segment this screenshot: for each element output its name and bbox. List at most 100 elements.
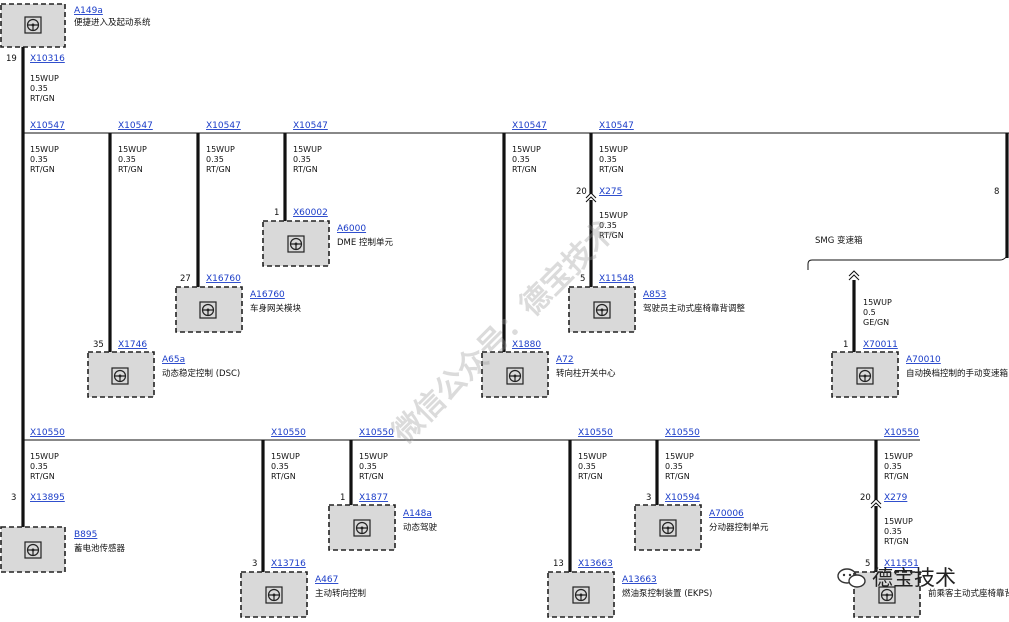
- wire-spec: RT/GN: [599, 231, 624, 240]
- smg-gearbox-label: SMG 变速箱: [815, 235, 863, 246]
- wire-spec: RT/GN: [271, 472, 296, 481]
- connector-x10550[interactable]: X10550: [884, 428, 919, 438]
- module-id-a72[interactable]: A72: [556, 355, 574, 365]
- wire-spec: 0.35: [359, 462, 377, 471]
- bus2-node: X10550 15WUP 0.35 RT/GN: [271, 428, 306, 481]
- module-box-a6000[interactable]: [262, 220, 330, 267]
- wire-spec: 15WUP: [599, 211, 628, 220]
- wire-spec: 0.35: [599, 155, 617, 164]
- wire-spec: 15WUP: [118, 145, 147, 154]
- wire-spec: 15WUP: [884, 517, 913, 526]
- pin-number: 19: [6, 54, 17, 64]
- connector-x13716[interactable]: X13716: [271, 559, 306, 569]
- pin-number: 3: [252, 559, 257, 569]
- connector-x1746[interactable]: X1746: [118, 340, 147, 350]
- connector-x11551[interactable]: X11551: [884, 559, 919, 569]
- module-name-a13663: 燃油泵控制装置 (EKPS): [622, 588, 712, 599]
- wire-spec: 0.35: [30, 462, 48, 471]
- connector-x10550[interactable]: X10550: [359, 428, 394, 438]
- bus1-node: X10547 15WUP 0.35 RT/GN: [599, 121, 634, 174]
- module-box-a853[interactable]: [568, 286, 636, 333]
- pin-number: 3: [11, 493, 16, 503]
- pin-number: 20: [576, 187, 587, 197]
- wire-spec: RT/GN: [293, 165, 318, 174]
- connector-x60002[interactable]: X60002: [293, 208, 328, 218]
- pin-number: 1: [340, 493, 345, 503]
- wire-spec: 15WUP: [30, 74, 59, 83]
- wire-spec: 0.35: [206, 155, 224, 164]
- steering-wheel-icon: [659, 519, 677, 537]
- connector-x11548[interactable]: X11548: [599, 274, 634, 284]
- module-id-a149a[interactable]: A149a: [74, 6, 103, 16]
- bus2-node: X10550 15WUP 0.35 RT/GN: [665, 428, 700, 481]
- wire-spec: RT/GN: [884, 472, 909, 481]
- steering-wheel-icon: [265, 586, 283, 604]
- wire-spec: 15WUP: [293, 145, 322, 154]
- pin-number: 8: [994, 187, 999, 197]
- module-id-b895[interactable]: B895: [74, 530, 97, 540]
- connector-x10550[interactable]: X10550: [30, 428, 65, 438]
- wire-spec: RT/GN: [30, 165, 55, 174]
- wire-spec: 0.35: [599, 221, 617, 230]
- connector-x16760[interactable]: X16760: [206, 274, 241, 284]
- wire-spec: RT/GN: [206, 165, 231, 174]
- connector-x10550[interactable]: X10550: [665, 428, 700, 438]
- connector-x10316[interactable]: X10316: [30, 54, 65, 64]
- brand-logo-text: 德宝技术: [872, 566, 956, 590]
- wire-spec: 0.35: [884, 462, 902, 471]
- wechat-icon: [837, 568, 866, 588]
- connector-x10547[interactable]: X10547: [599, 121, 634, 131]
- wire-spec: 0.35: [30, 84, 48, 93]
- connector-x10547[interactable]: X10547: [206, 121, 241, 131]
- wire-spec: 0.35: [30, 155, 48, 164]
- steering-wheel-icon: [878, 586, 896, 604]
- module-id-a13663[interactable]: A13663: [622, 575, 657, 585]
- module-box-a65a[interactable]: [87, 351, 155, 398]
- wire-spec: 15WUP: [578, 452, 607, 461]
- connector-x13663[interactable]: X13663: [578, 559, 613, 569]
- connector-x10547[interactable]: X10547: [118, 121, 153, 131]
- module-id-a6000[interactable]: A6000: [337, 224, 366, 234]
- module-id-a148a[interactable]: A148a: [403, 509, 432, 519]
- pin-number: 13: [553, 559, 564, 569]
- steering-wheel-icon: [199, 301, 217, 319]
- bus2-node: X10550 15WUP 0.35 RT/GN: [359, 428, 394, 481]
- connector-x10547[interactable]: X10547: [30, 121, 65, 131]
- connector-x279[interactable]: X279: [884, 493, 908, 503]
- connector-x1880[interactable]: X1880: [512, 340, 541, 350]
- wire-spec: 15WUP: [863, 298, 892, 307]
- module-id-a70010[interactable]: A70010: [906, 355, 941, 365]
- wire-spec: 15WUP: [30, 145, 59, 154]
- connector-x10594[interactable]: X10594: [665, 493, 700, 503]
- pin-number: 5: [580, 274, 585, 284]
- connector-x1877[interactable]: X1877: [359, 493, 388, 503]
- module-name-a467: 主动转向控制: [315, 588, 366, 599]
- bus1-node: X10547 15WUP 0.35 RT/GN: [206, 121, 241, 174]
- wire-spec: 15WUP: [271, 452, 300, 461]
- module-name-a70010: 自动换档控制的手动变速箱: [906, 368, 1009, 379]
- module-id-a65a[interactable]: A65a: [162, 355, 185, 365]
- connector-x13895[interactable]: X13895: [30, 493, 65, 503]
- connector-x275[interactable]: X275: [599, 187, 622, 197]
- module-id-a70006[interactable]: A70006: [709, 509, 744, 519]
- pin-number: 3: [646, 493, 651, 503]
- wire-spec: GE/GN: [863, 318, 889, 327]
- wire-spec: 0.35: [512, 155, 530, 164]
- steering-wheel-icon: [353, 519, 371, 537]
- bus2-node: X10550 15WUP 0.35 RT/GN: [578, 428, 613, 481]
- module-id-a16760[interactable]: A16760: [250, 290, 285, 300]
- connector-x10550[interactable]: X10550: [271, 428, 306, 438]
- wire-spec: 0.5: [863, 308, 876, 317]
- module-name-a72: 转向柱开关中心: [556, 368, 616, 379]
- module-id-a467[interactable]: A467: [315, 575, 338, 585]
- inline-connector-mark: [848, 270, 860, 281]
- steering-wheel-icon: [856, 367, 874, 385]
- connector-x10547[interactable]: X10547: [293, 121, 328, 131]
- wire-spec: RT/GN: [118, 165, 143, 174]
- connector-x70011[interactable]: X70011: [863, 340, 898, 350]
- module-box-a72[interactable]: [481, 351, 549, 398]
- connector-x10550[interactable]: X10550: [578, 428, 613, 438]
- module-id-a853[interactable]: A853: [643, 290, 666, 300]
- module-name-b895: 蓄电池传感器: [74, 543, 126, 554]
- connector-x10547[interactable]: X10547: [512, 121, 547, 131]
